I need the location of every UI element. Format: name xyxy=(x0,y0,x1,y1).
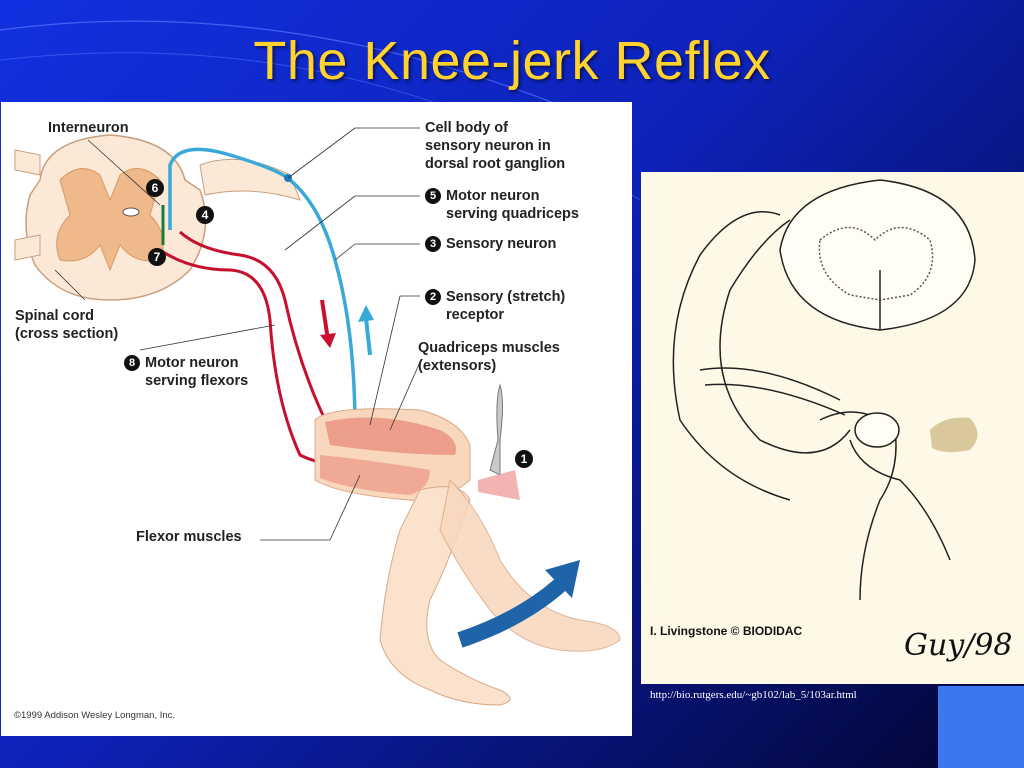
kick-movement-arrow xyxy=(457,578,566,648)
label-cell-body-line3: dorsal root ganglion xyxy=(425,156,566,172)
step-7-badge: 7 xyxy=(148,248,166,266)
label-interneuron: Interneuron xyxy=(48,120,129,136)
step-8-badge: 8 xyxy=(124,355,140,371)
label-quadriceps-line2: (extensors) xyxy=(418,358,497,374)
sensory-neuron-path xyxy=(168,147,357,431)
step-5-badge: 5 xyxy=(425,188,441,204)
source-url-link[interactable]: http://bio.rutgers.edu/~gb102/lab_5/103a… xyxy=(650,689,857,701)
sensory-signal-arrow xyxy=(364,317,372,356)
biodidac-credit: I. Livingstone © BIODIDAC xyxy=(650,624,803,638)
raised-lower-leg xyxy=(439,478,621,652)
biodidac-line-drawing xyxy=(672,179,976,601)
label-cell-body-line1: Cell body of xyxy=(425,120,508,136)
tap-cone xyxy=(478,470,520,500)
motor-signal-arrow xyxy=(320,299,330,341)
step-3-badge: 3 xyxy=(425,236,441,252)
kneecap-patch xyxy=(930,417,978,453)
slide-title: The Knee-jerk Reflex xyxy=(253,31,771,91)
copyright-text: ©1999 Addison Wesley Longman, Inc. xyxy=(14,710,176,721)
label-motor-flexor-line2: serving flexors xyxy=(145,373,249,389)
motor-neuron-flexor-path xyxy=(159,248,346,467)
label-flexor-muscles: Flexor muscles xyxy=(136,529,242,545)
step-2-badge: 2 xyxy=(425,289,441,305)
step-4-badge: 4 xyxy=(196,206,214,224)
flexor-muscle xyxy=(320,455,430,495)
label-stretch-receptor-line2: receptor xyxy=(446,307,505,323)
label-quadriceps-line1: Quadriceps muscles xyxy=(418,340,560,356)
label-cell-body-line2: sensory neuron in xyxy=(425,138,551,154)
step-1-badge: 1 xyxy=(515,450,533,468)
quadriceps-muscle xyxy=(325,417,456,455)
label-motor-quadriceps-line2: serving quadriceps xyxy=(446,206,579,222)
label-cross-section: (cross section) xyxy=(15,326,119,342)
artist-signature: Guy/98 xyxy=(904,628,1013,663)
step-6-badge: 6 xyxy=(146,179,164,197)
spinal-cord-cross-section xyxy=(14,134,301,301)
reflex-hammer xyxy=(489,383,503,476)
label-spinal-cord: Spinal cord xyxy=(15,308,94,324)
corner-accent-box xyxy=(938,686,1024,768)
